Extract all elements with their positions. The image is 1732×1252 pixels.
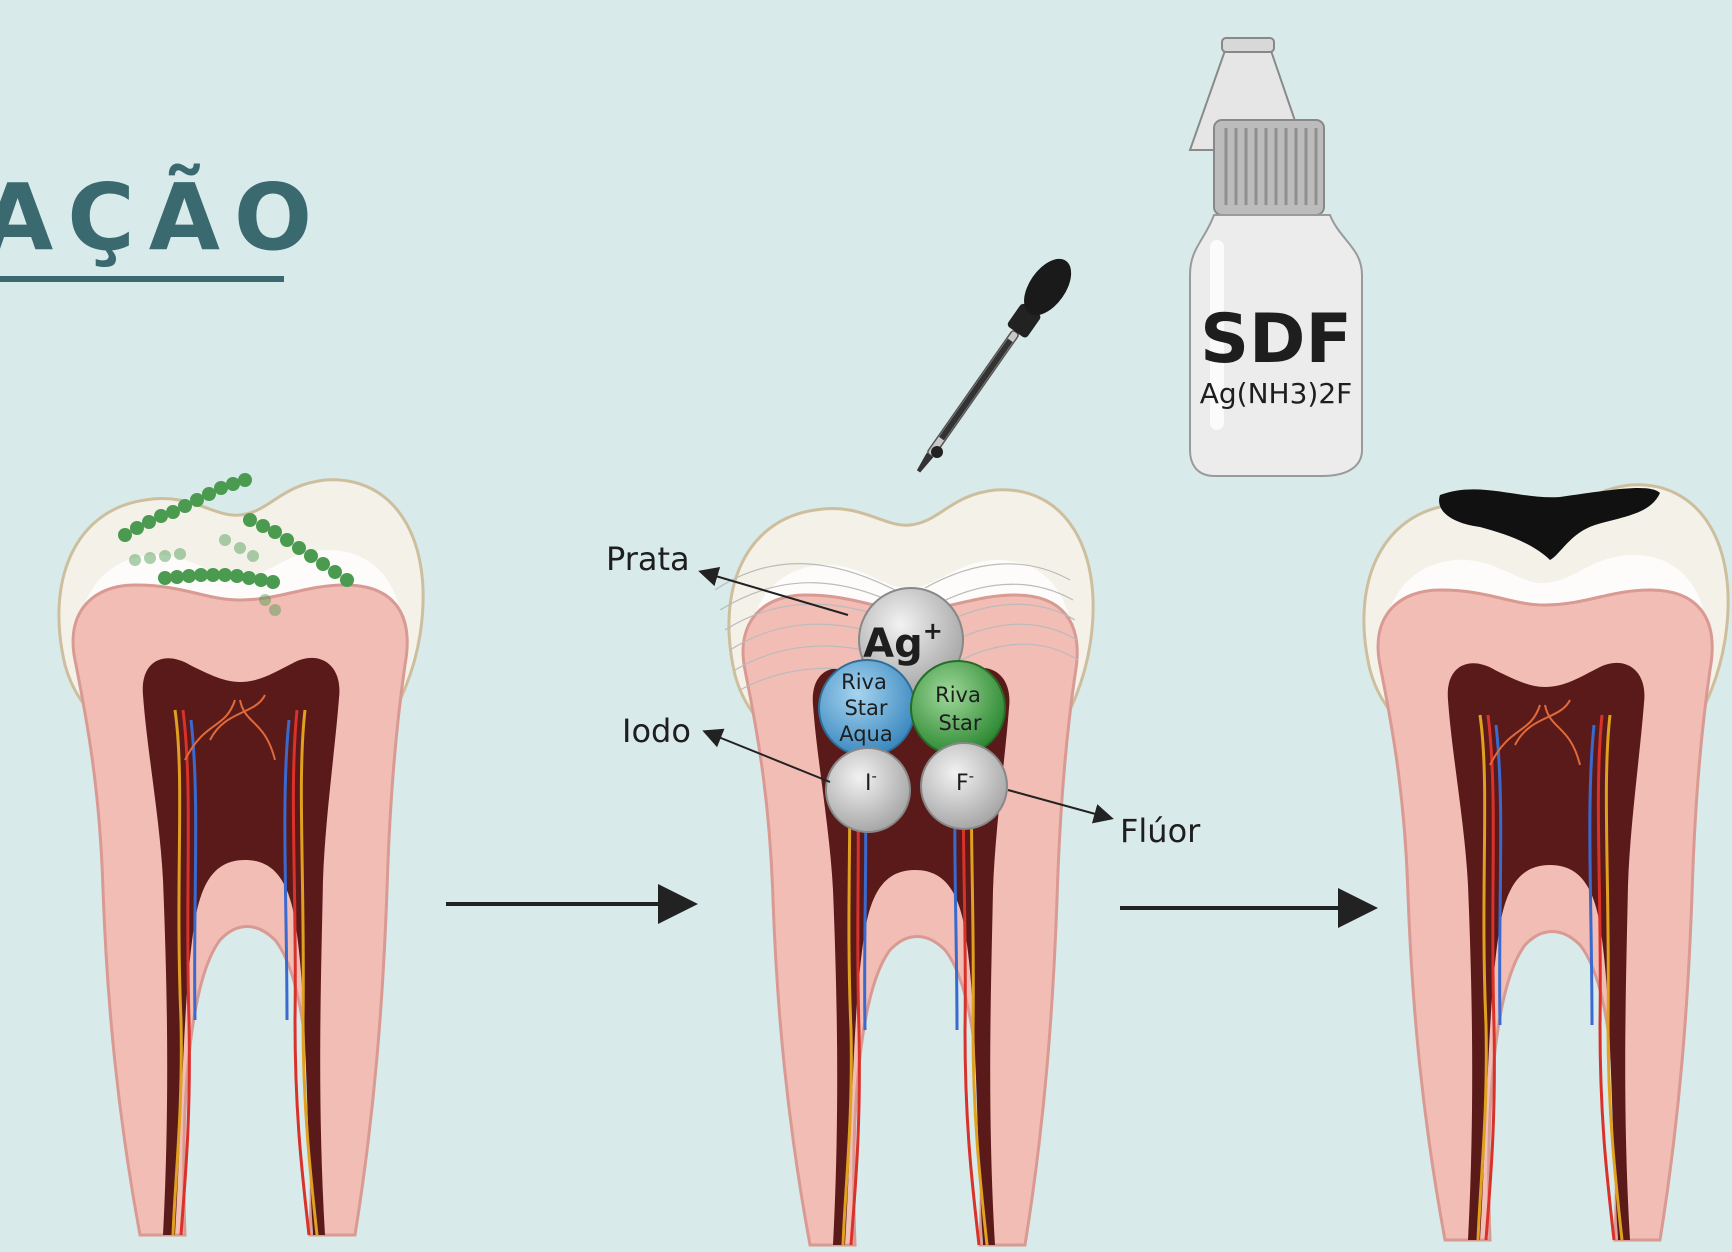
tooth-arrested	[1364, 485, 1728, 1240]
iodide-charge: -	[872, 767, 877, 785]
silver-ion-charge: +	[923, 617, 943, 645]
drop	[931, 446, 943, 458]
tooth-carious	[59, 473, 423, 1235]
fluoride-charge: -	[969, 767, 974, 785]
bottle-formula: Ag(NH3)2F	[1200, 377, 1353, 410]
label-prata: Prata	[606, 540, 690, 578]
riva-star-line-1: Riva	[935, 683, 981, 707]
riva-star-sphere	[911, 661, 1005, 755]
riva-star-line-2: Star	[938, 711, 981, 735]
dropper-icon	[904, 251, 1081, 482]
fluoride-symbol: F	[956, 771, 969, 796]
label-fluor: Flúor	[1120, 812, 1201, 850]
label-iodo: Iodo	[622, 712, 691, 750]
silver-ion-symbol: Ag	[863, 621, 923, 667]
bottle-icon	[1190, 38, 1362, 476]
riva-aqua-line-2: Star	[844, 696, 887, 720]
riva-aqua-line-1: Riva	[841, 670, 887, 694]
bottle-label: SDF	[1200, 300, 1352, 379]
riva-aqua-line-3: Aqua	[839, 722, 893, 746]
